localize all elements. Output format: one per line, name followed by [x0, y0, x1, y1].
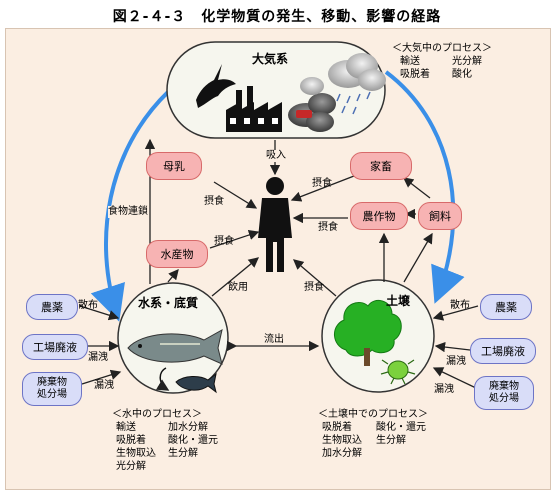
- spray-left-label: 散布: [78, 300, 98, 311]
- rain-cloud-icon: [300, 53, 386, 115]
- outflow-label: 流出: [264, 334, 284, 345]
- intake-milk-label: 摂食: [204, 196, 224, 207]
- edge-water-to-aquatic: [167, 269, 179, 283]
- fish-icon: [127, 329, 223, 365]
- soil-label: 土壌: [386, 294, 411, 308]
- waste-site-right-box: 廃棄物 処分場: [474, 376, 534, 410]
- crops-box: 農作物: [350, 202, 408, 230]
- drinking-label: 飲用: [228, 282, 248, 293]
- factory-effluent-left-box: 工場廃液: [22, 334, 88, 360]
- human-icon: [258, 177, 292, 272]
- pesticide-right-box: 農薬: [480, 294, 532, 320]
- soil-process-heading: ＜土壌中でのプロセス＞: [318, 409, 428, 420]
- water-process-item: 吸脱着: [116, 435, 146, 446]
- leak-right2-label: 漏洩: [434, 384, 454, 395]
- intake-soil-label: 摂食: [304, 282, 324, 293]
- edge-feed-to-livestock: [402, 177, 431, 199]
- soil-process-item: 生物取込: [322, 435, 362, 446]
- figure-title: 図２-４-３ 化学物質の発生、移動、影響の経路: [112, 9, 442, 25]
- aquatic-products-box: 水産物: [146, 240, 208, 268]
- small-fish-icon: [155, 367, 217, 394]
- water-process-heading: ＜水中のプロセス＞: [112, 409, 202, 420]
- intake-livestock-label: 摂食: [312, 178, 332, 189]
- edge-soil-to-human: [293, 259, 337, 297]
- water-process-item: 輸送: [116, 422, 136, 433]
- edge-waste-right: [432, 367, 477, 389]
- edge-pesticide-left: [79, 305, 120, 321]
- atmosphere-label: 大気系: [252, 52, 289, 66]
- leak-left1-label: 漏洩: [88, 352, 108, 363]
- air-process-item: 光分解: [452, 56, 482, 67]
- edge-pesticide-right: [432, 305, 479, 321]
- bird-icon: [196, 64, 236, 108]
- leak-right1-label: 漏洩: [446, 356, 466, 367]
- water-process-item: 生分解: [168, 448, 198, 459]
- air-process-item: 酸化: [452, 69, 472, 80]
- soil-process-note: ＜土壌中でのプロセス＞ 吸脱着 酸化・還元 生物取込 生分解 加水分解: [318, 408, 428, 460]
- leak-left2-label: 漏洩: [94, 380, 114, 391]
- water-process-item: [168, 460, 218, 473]
- feed-box: 飼料: [418, 202, 462, 230]
- waste-site-left-box: 廃棄物 処分場: [22, 372, 82, 406]
- smog-icon: [288, 93, 336, 132]
- edge-livestock-to-human: [290, 175, 355, 202]
- pesticide-left-box: 農薬: [26, 294, 78, 320]
- water-process-item: 酸化・還元: [168, 435, 218, 446]
- cycle-arrow-atmosphere-to-soil: [384, 70, 465, 304]
- livestock-box: 家畜: [350, 152, 412, 180]
- air-process-heading: ＜大気中のプロセス＞: [392, 43, 492, 54]
- tree-icon: [334, 299, 402, 366]
- water-process-note: ＜水中のプロセス＞ 輸送 加水分解 吸脱着 酸化・還元 生物取込 生分解 光分解: [112, 408, 218, 473]
- water-label: 水系・底質: [138, 296, 199, 310]
- air-process-note: ＜大気中のプロセス＞ 輸送 光分解 吸脱着 酸化: [392, 42, 492, 81]
- factory-effluent-right-box: 工場廃液: [470, 338, 536, 364]
- intake-aquatic-label: 摂食: [214, 236, 234, 247]
- edge-water-to-human: [211, 257, 260, 297]
- water-process-item: 光分解: [116, 461, 146, 472]
- edge-waste-left: [81, 369, 122, 385]
- edge-soil-to-feed: [403, 232, 433, 283]
- soil-process-item: 加水分解: [322, 448, 362, 459]
- air-process-item: 吸脱着: [400, 69, 430, 80]
- soil-process-item: [376, 447, 428, 460]
- water-process-item: 生物取込: [116, 448, 156, 459]
- edge-factory-right: [434, 341, 471, 353]
- air-process-item: 輸送: [400, 56, 420, 67]
- breast-milk-box: 母乳: [146, 152, 202, 180]
- beetle-icon: [380, 359, 416, 385]
- spray-right-label: 散布: [450, 300, 470, 311]
- food-chain-label: 食物連鎖: [108, 206, 148, 218]
- inhalation-label: 吸入: [266, 150, 286, 162]
- water-process-item: 加水分解: [168, 422, 208, 433]
- soil-process-item: 酸化・還元: [376, 422, 426, 433]
- intake-crops-label: 摂食: [318, 222, 338, 233]
- edge-milk-to-human: [213, 181, 258, 209]
- factory-icon: [226, 86, 282, 132]
- soil-process-item: 吸脱着: [322, 422, 352, 433]
- soil-process-item: 生分解: [376, 435, 406, 446]
- cycle-arrow-atmosphere-to-water: [90, 90, 170, 322]
- edge-aquatic-to-human: [209, 229, 260, 249]
